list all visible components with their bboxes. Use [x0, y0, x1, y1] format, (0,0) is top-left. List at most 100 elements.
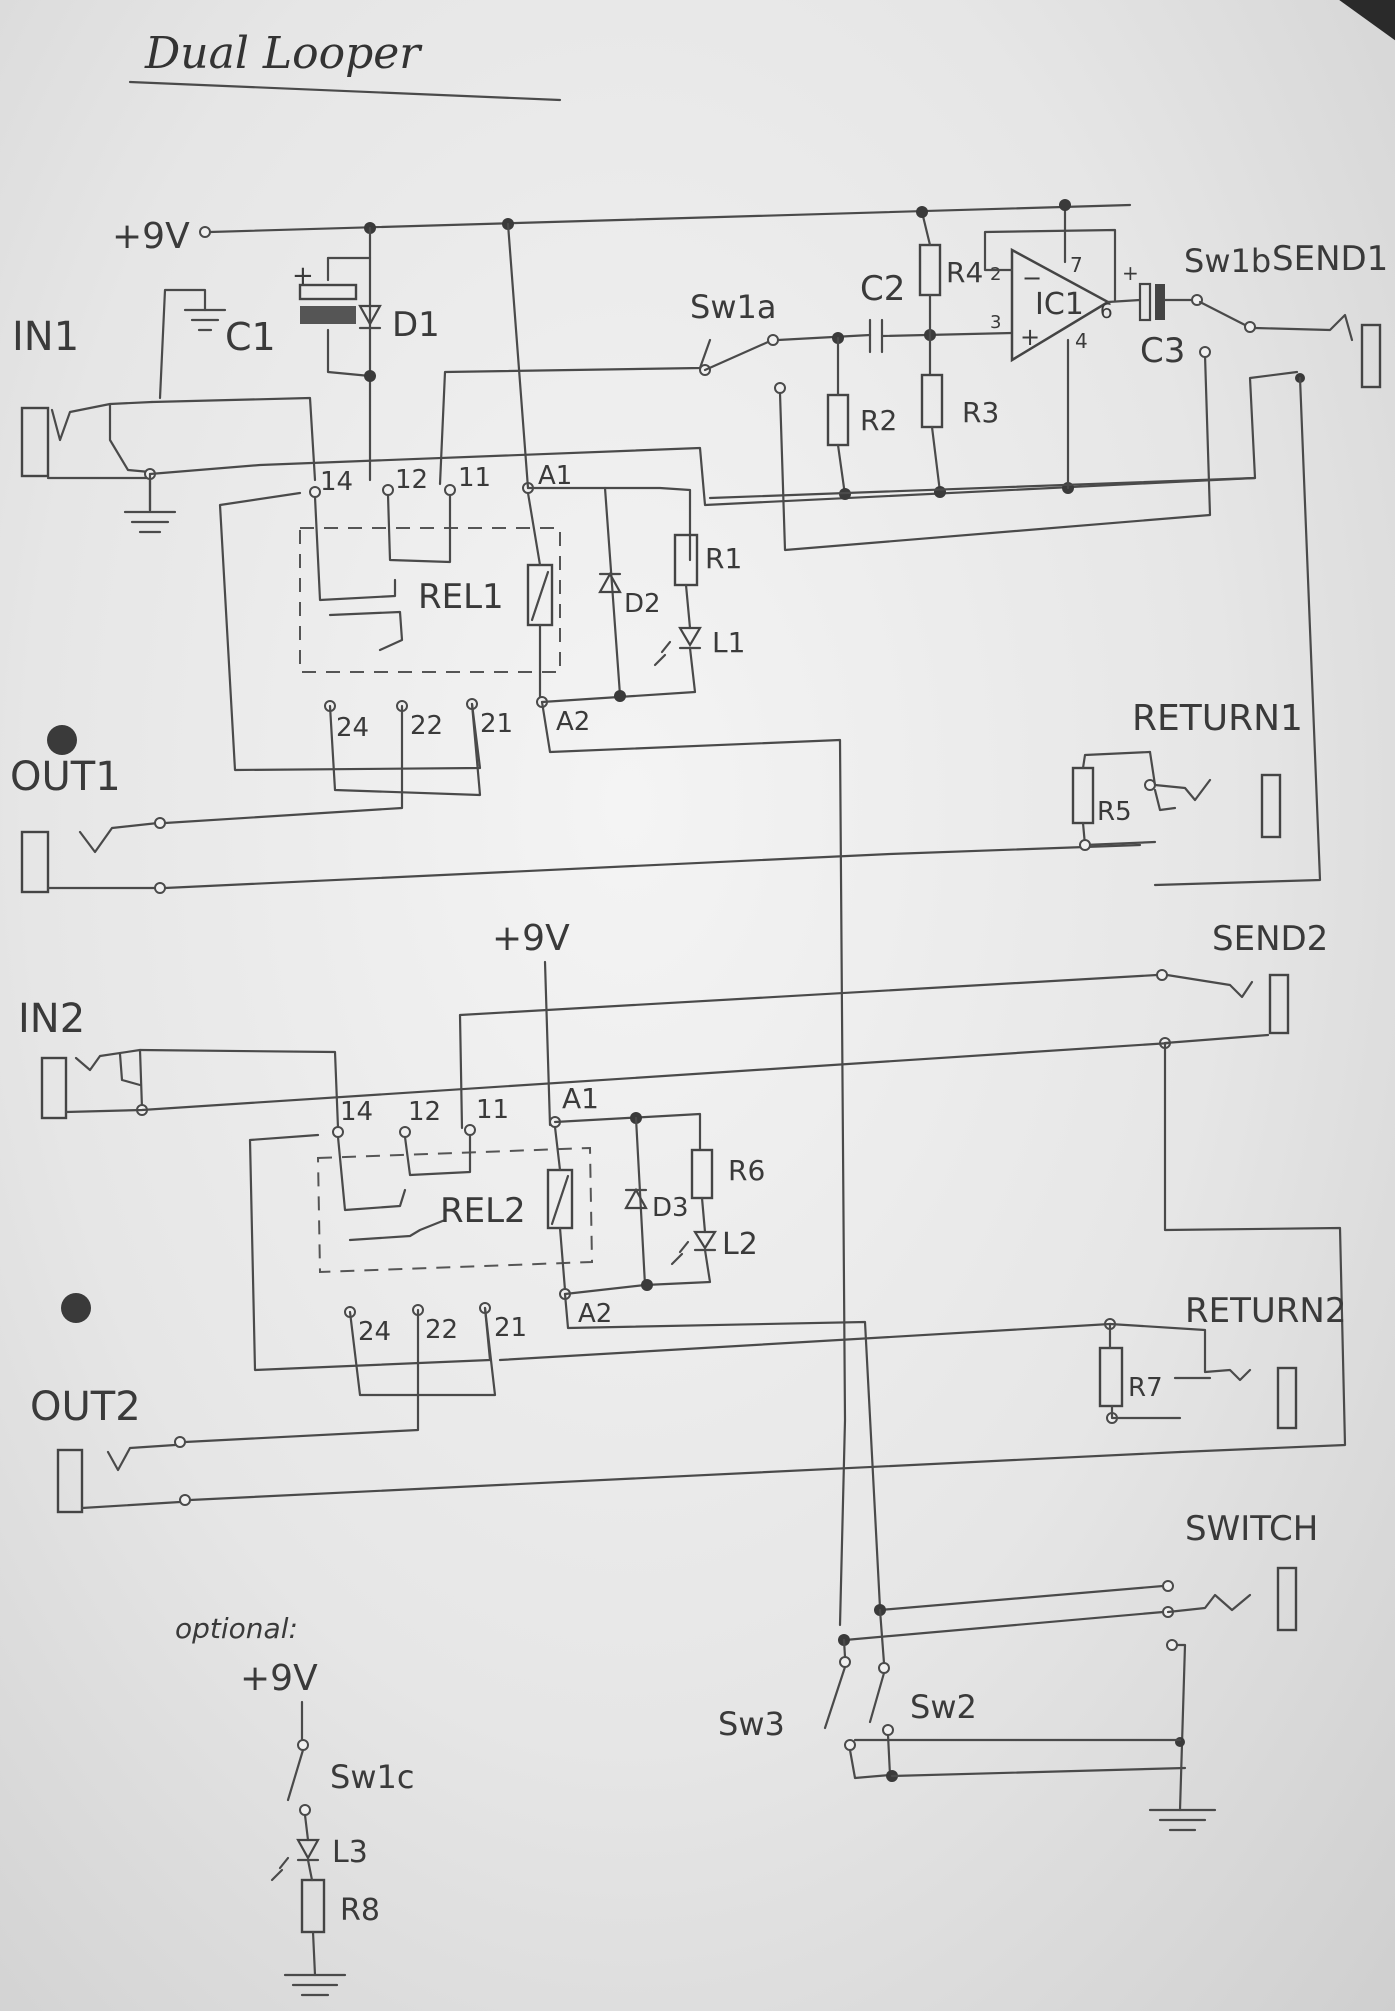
return2-contacts — [1108, 1322, 1252, 1382]
sw1a-contact — [767, 334, 779, 346]
node — [1166, 1639, 1178, 1651]
wire-rel2-24 — [348, 1306, 497, 1397]
rel1-pin-22: 22 — [410, 711, 443, 741]
sw1b-contact — [1199, 346, 1211, 358]
label-l2: L2 — [722, 1227, 758, 1262]
return1-switch — [1153, 788, 1177, 812]
in2-contacts — [74, 1048, 144, 1110]
rel1-node-14 — [309, 486, 321, 498]
sw1a-contact — [774, 382, 786, 394]
label-sw1c: Sw1c — [330, 1758, 414, 1796]
r8-resistor — [300, 1878, 326, 1934]
l3-light-arrows — [270, 1856, 290, 1882]
ground-symbol-opt — [283, 1973, 347, 1997]
c1-capacitor-plate — [300, 306, 356, 324]
label-c2: C2 — [860, 269, 905, 309]
wire-r2 — [836, 336, 847, 497]
wire-switch-ring — [843, 1610, 1165, 1642]
wire-9v-rail — [208, 203, 1132, 234]
label-d1: D1 — [392, 305, 440, 345]
send2-jack-icon — [1268, 973, 1290, 1035]
title-text: Dual Looper — [144, 28, 423, 79]
sw1b-contact — [1191, 294, 1203, 306]
switch-jack-icon — [1276, 1566, 1298, 1632]
rel2-node-12 — [399, 1126, 411, 1138]
sw1b-contact — [1244, 321, 1256, 333]
ic1-minus: − — [1022, 264, 1042, 292]
wire-rel1-loop — [218, 491, 482, 772]
in1-jack-contacts — [50, 400, 154, 512]
node — [179, 1494, 191, 1506]
ground-symbol — [183, 308, 227, 332]
l3-led-icon — [296, 1838, 320, 1861]
out1-tip — [78, 821, 160, 854]
sw1b-lever — [1163, 298, 1247, 327]
rel1-coil-wire — [526, 491, 542, 700]
return1-jack-icon — [1260, 773, 1282, 839]
junction — [1175, 1737, 1185, 1747]
sw2-contact — [878, 1662, 890, 1674]
ic1-pin-7: 7 — [1070, 253, 1083, 277]
wire-in2-ground — [64, 1041, 1172, 1114]
out2-sleeve — [80, 1500, 182, 1510]
wire-ic1-feedback — [983, 228, 1117, 302]
rel1-pin-21: 21 — [480, 709, 513, 739]
out2-jack-icon — [56, 1448, 84, 1514]
label-ic1: IC1 — [1035, 287, 1084, 322]
node — [1156, 969, 1168, 981]
label-9v-opt: +9V — [240, 1658, 318, 1699]
l1-led-icon — [678, 626, 702, 648]
rel1-contact-24 — [328, 610, 404, 652]
sw3-lever — [823, 1638, 847, 1730]
junction — [934, 486, 946, 498]
c3-plate — [1138, 282, 1152, 322]
ic1-pin-4: 4 — [1075, 329, 1088, 353]
in2-jack-icon — [40, 1056, 68, 1120]
wire-a2-to-sw2 — [563, 1292, 882, 1610]
label-d2: D2 — [624, 589, 661, 619]
label-l3: L3 — [332, 1835, 368, 1870]
c1-plus-label: + — [292, 261, 314, 291]
label-r8: R8 — [340, 1893, 380, 1928]
supply-terminal-top — [199, 226, 211, 238]
rel1-pin-a1: A1 — [538, 461, 572, 491]
junction — [1059, 199, 1071, 211]
r3-resistor — [920, 373, 944, 429]
relay-1: 14 12 11 A1 REL1 24 22 21 A2 — [299, 461, 590, 743]
label-r1: R1 — [705, 542, 742, 575]
wire-r7 — [1108, 1322, 1182, 1420]
label-c3: C3 — [1140, 331, 1185, 371]
wire-return2 — [498, 1322, 1112, 1362]
label-r2: R2 — [860, 404, 897, 437]
send2-tip — [1165, 973, 1254, 999]
rel2-contacts — [336, 1133, 472, 1212]
wire-d3 — [634, 1116, 647, 1287]
label-return1: RETURN1 — [1132, 698, 1303, 739]
label-l1: L1 — [712, 626, 745, 659]
junction — [364, 370, 376, 382]
switch-contacts — [1166, 1593, 1252, 1614]
r1-resistor — [673, 533, 699, 587]
label-9v-mid: +9V — [492, 918, 570, 959]
wire-r6-l2 — [700, 1196, 707, 1234]
return1-contacts — [1148, 750, 1212, 802]
rel2-coil-wire — [553, 1125, 567, 1292]
wire-send1-tip — [1253, 313, 1354, 342]
node — [154, 817, 166, 829]
punch-hole — [47, 725, 77, 755]
wire-send2-tip — [458, 973, 1159, 1130]
rel1-mechanical-link — [299, 527, 561, 673]
label-rel2: REL2 — [440, 1191, 526, 1231]
label-sw2: Sw2 — [910, 1688, 977, 1726]
sw1a-lever — [703, 340, 770, 372]
sw2-contact — [882, 1724, 894, 1736]
label-r6: R6 — [728, 1154, 765, 1187]
ic1-pin-6: 6 — [1100, 299, 1113, 323]
wire-out1-ground — [163, 843, 1142, 890]
r7-resistor — [1098, 1346, 1124, 1408]
node — [1162, 1580, 1174, 1592]
wire-rel1-24 — [328, 702, 482, 797]
label-in2: IN2 — [18, 996, 85, 1042]
rel1-pin-24: 24 — [336, 713, 369, 743]
l1-light-arrows — [653, 640, 672, 667]
